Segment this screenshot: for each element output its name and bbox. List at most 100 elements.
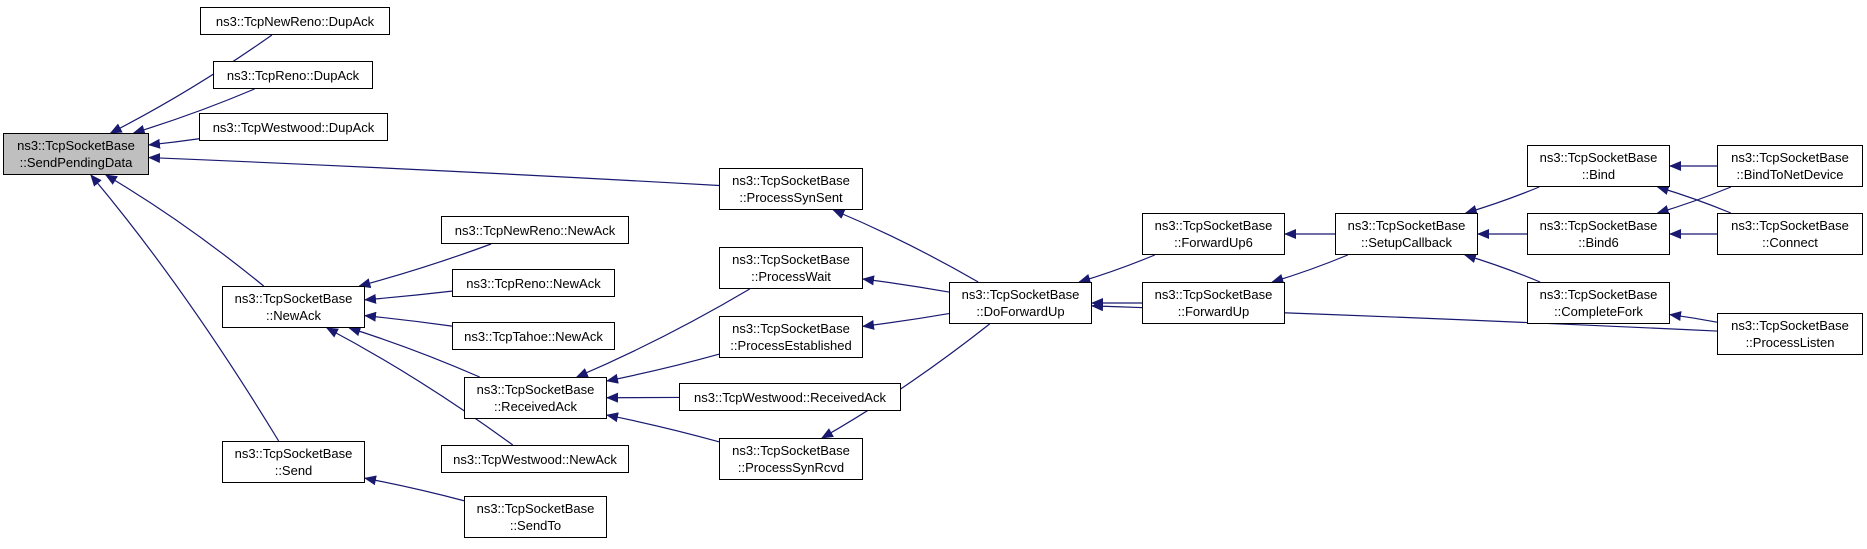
node-label-line: ::ProcessListen [1745, 335, 1835, 350]
edge-newreno-dupack-to-send-pending [109, 34, 273, 134]
node-label-line: ns3::TcpReno::DupAck [226, 67, 360, 83]
node-processsynsent[interactable]: ns3::TcpSocketBase::ProcessSynSent [719, 168, 863, 210]
node-connect[interactable]: ns3::TcpSocketBase::Connect [1717, 213, 1863, 255]
node-label-line: ::SendPendingData [19, 155, 133, 170]
node-label-line: ::SendTo [509, 518, 562, 533]
node-forwardup6[interactable]: ns3::TcpSocketBase::ForwardUp6 [1142, 213, 1285, 255]
edge-reno-newack-to-newack [364, 290, 453, 304]
node-label-line: ::Send [274, 463, 313, 478]
node-label-line: ns3::TcpSocketBase [961, 287, 1080, 302]
node-completefork[interactable]: ns3::TcpSocketBase::CompleteFork [1527, 282, 1670, 324]
node-label-line: ::DoForwardUp [976, 304, 1065, 319]
node-label-line: ns3::TcpSocketBase [1539, 218, 1658, 233]
node-label-line: ns3::TcpSocketBase [1731, 318, 1849, 333]
node-label-line: ::Connect [1762, 235, 1818, 250]
edge-doforwardup-to-processsynsent [832, 209, 979, 283]
node-bindtonetdevice[interactable]: ns3::TcpSocketBase::BindToNetDevice [1717, 145, 1863, 187]
node-westwood-dupack[interactable]: ns3::TcpWestwood::DupAck [199, 113, 388, 141]
edge-doforwardup-to-processsynrcvd [821, 323, 990, 439]
node-westwood-newack[interactable]: ns3::TcpWestwood::NewAck [441, 445, 629, 473]
node-doforwardup[interactable]: ns3::TcpSocketBase::DoForwardUp [949, 282, 1092, 324]
node-processsynrcvd[interactable]: ns3::TcpSocketBase::ProcessSynRcvd [719, 438, 863, 480]
node-label-line: ns3::TcpNewReno::NewAck [454, 222, 616, 238]
node-processestablished[interactable]: ns3::TcpSocketBase::ProcessEstablished [719, 316, 863, 358]
node-label-line: ns3::TcpSocketBase [1347, 218, 1466, 233]
edge-processsynrcvd-to-receivedack [606, 412, 720, 443]
edge-doforwardup-to-processestablished [862, 313, 950, 330]
node-send-pending[interactable]: ns3::TcpSocketBase::SendPendingData [3, 133, 149, 175]
edge-tahoe-newack-to-newack [364, 311, 453, 327]
node-label-line: ns3::TcpReno::NewAck [466, 275, 601, 291]
node-label-line: ns3::TcpSocketBase [732, 321, 850, 336]
node-label-line: ::ForwardUp6 [1174, 235, 1253, 250]
node-label-line: ns3::TcpSocketBase [234, 291, 353, 306]
edge-forwardup6-to-doforwardup [1078, 254, 1155, 284]
node-label-line: ns3::TcpTahoe::NewAck [464, 328, 603, 344]
node-bind6[interactable]: ns3::TcpSocketBase::Bind6 [1527, 213, 1670, 255]
edge-processwait-to-receivedack [575, 288, 751, 378]
node-label-line: ::ForwardUp [1177, 304, 1250, 319]
node-label-line: ::Bind [1581, 167, 1616, 182]
edge-connect-to-bind [1656, 185, 1732, 214]
node-bind[interactable]: ns3::TcpSocketBase::Bind [1527, 145, 1670, 187]
node-processwait[interactable]: ns3::TcpSocketBase::ProcessWait [719, 247, 863, 289]
node-label-line: ns3::TcpNewReno::DupAck [215, 13, 375, 29]
node-newreno-dupack[interactable]: ns3::TcpNewReno::DupAck [200, 7, 390, 35]
node-label-line: ::ProcessSynRcvd [737, 460, 845, 475]
node-send[interactable]: ns3::TcpSocketBase::Send [222, 441, 365, 483]
node-label-line: ns3::TcpSocketBase [17, 138, 135, 153]
node-newreno-newack[interactable]: ns3::TcpNewReno::NewAck [441, 216, 629, 244]
node-label-line: ns3::TcpSocketBase [732, 173, 850, 188]
edge-processlisten-to-completefork [1669, 311, 1718, 323]
node-label-line: ::ProcessSynSent [739, 190, 843, 205]
node-label-line: ::ProcessWait [751, 269, 831, 284]
edge-doforwardup-to-processwait [862, 275, 950, 293]
edge-receivedack-to-newack [348, 326, 480, 378]
edge-newreno-newack-to-newack [358, 243, 492, 288]
edge-send-to-send-pending [90, 174, 280, 442]
node-label-line: ns3::TcpSocketBase [732, 252, 850, 267]
edge-sendto-to-send [364, 475, 465, 502]
node-label-line: ::ReceivedAck [493, 399, 578, 414]
node-receivedack[interactable]: ns3::TcpSocketBase::ReceivedAck [464, 377, 607, 419]
node-label-line: ns3::TcpSocketBase [732, 443, 850, 458]
edge-westwood-newack-to-newack [325, 327, 514, 446]
node-label-line: ::ProcessEstablished [730, 338, 852, 353]
edge-completefork-to-setupcallback [1463, 253, 1541, 283]
node-label-line: ::CompleteFork [1554, 304, 1643, 319]
edge-newack-to-send-pending [104, 174, 265, 287]
node-processlisten[interactable]: ns3::TcpSocketBase::ProcessListen [1717, 313, 1863, 355]
node-label-line: ns3::TcpWestwood::NewAck [453, 451, 617, 467]
node-forwardup[interactable]: ns3::TcpSocketBase::ForwardUp [1142, 282, 1285, 324]
edge-westwood-dupack-to-send-pending [148, 138, 200, 149]
node-reno-newack[interactable]: ns3::TcpReno::NewAck [452, 269, 615, 297]
node-label-line: ns3::TcpSocketBase [1154, 287, 1273, 302]
edge-bind-to-setupcallback [1464, 186, 1540, 215]
node-label-line: ns3::TcpSocketBase [476, 382, 595, 397]
node-label-line: ns3::TcpSocketBase [1731, 150, 1849, 165]
node-setupcallback[interactable]: ns3::TcpSocketBase::SetupCallback [1335, 213, 1478, 255]
node-label-line: ::SetupCallback [1360, 235, 1453, 250]
edge-setupcallback-to-forwardup [1271, 254, 1348, 284]
node-label-line: ::BindToNetDevice [1736, 167, 1844, 182]
node-newack[interactable]: ns3::TcpSocketBase::NewAck [222, 286, 365, 328]
node-sendto[interactable]: ns3::TcpSocketBase::SendTo [464, 496, 607, 538]
node-label-line: ns3::TcpSocketBase [1539, 287, 1658, 302]
edge-layer [90, 34, 1732, 502]
node-label-line: ns3::TcpSocketBase [1539, 150, 1658, 165]
node-label-line: ns3::TcpSocketBase [1154, 218, 1273, 233]
node-westwood-receivedack[interactable]: ns3::TcpWestwood::ReceivedAck [679, 383, 901, 411]
node-label-line: ns3::TcpSocketBase [1731, 218, 1849, 233]
node-label-line: ns3::TcpWestwood::ReceivedAck [694, 389, 886, 405]
node-reno-dupack[interactable]: ns3::TcpReno::DupAck [213, 61, 373, 89]
edge-reno-dupack-to-send-pending [132, 88, 255, 135]
edge-bindtonetdevice-to-bind6 [1656, 186, 1732, 215]
node-label-line: ::NewAck [266, 308, 321, 323]
node-label-line: ns3::TcpSocketBase [476, 501, 595, 516]
edge-processsynsent-to-send-pending [148, 153, 720, 187]
edge-processestablished-to-receivedack [606, 353, 720, 384]
node-tahoe-newack[interactable]: ns3::TcpTahoe::NewAck [452, 322, 615, 350]
node-label-line: ns3::TcpWestwood::DupAck [212, 119, 375, 135]
node-label-line: ::Bind6 [1578, 235, 1619, 250]
